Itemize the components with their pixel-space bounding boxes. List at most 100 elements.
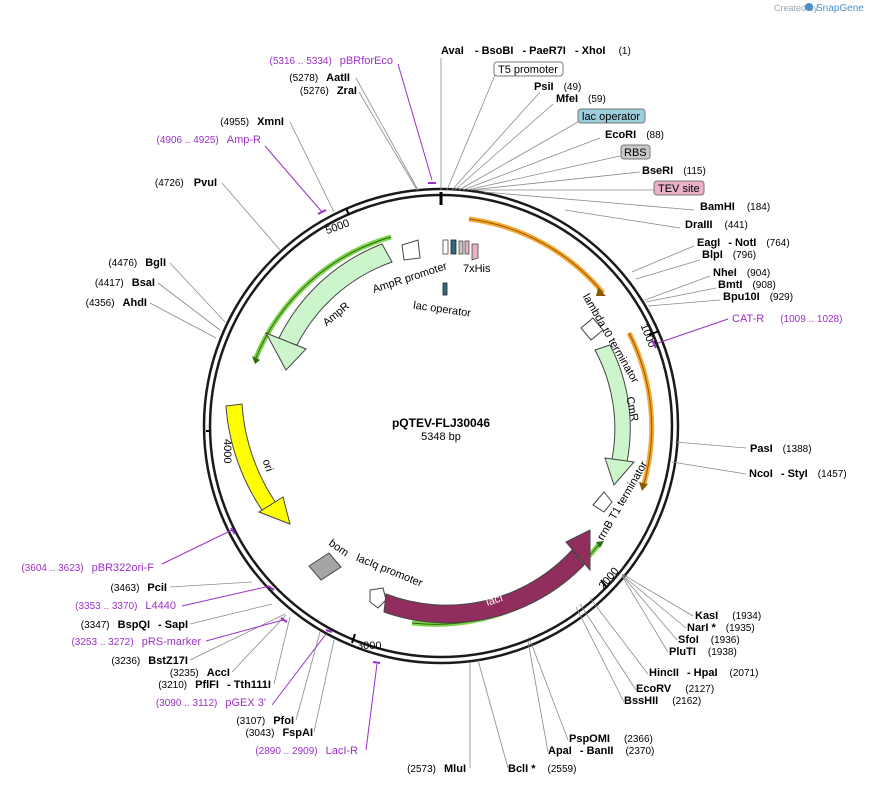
site-draiii[interactable]: DraIII [685,219,713,231]
svg-text:NheI(904): NheI (904) [713,267,770,279]
leader-lines-right [440,58,747,769]
lacop-mark-2[interactable] [442,282,448,296]
site-ava[interactable]: AvaI [441,45,464,57]
site-nari-pos: (1935) [726,623,755,634]
site-mlui[interactable]: MluI [444,763,466,775]
site-kasi[interactable]: KasI [695,610,718,622]
site-pcii-pos: (3463) [111,583,140,594]
primer-prs-marker[interactable]: pRS-marker [142,636,202,648]
site-bsai-pos: (4417) [95,278,124,289]
cmr-label: CmR [623,396,640,423]
site-bcli[interactable]: BclI * [508,763,536,775]
svg-text:BclI *(2559): BclI *(2559) [508,763,576,775]
svg-text:(4356)AhdI: (4356)AhdI [86,297,147,309]
lacop-box[interactable] [577,108,646,124]
cmr-arrow-head[interactable] [604,457,635,486]
site-sfoi[interactable]: SfoI [678,634,699,646]
site-aatii[interactable]: AatII [326,72,350,84]
site-bpu10i[interactable]: Bpu10I [723,291,760,303]
site-nhei-pos: (904) [747,268,770,279]
site-bspqi[interactable]: BspQI [118,619,150,631]
site-pcii[interactable]: PciI [147,582,167,594]
primer-catr[interactable]: CAT-R [732,313,764,325]
site-fspai[interactable]: FspAI [282,727,313,739]
site-pfoi[interactable]: PfoI [273,715,294,727]
ampr-arrow-head[interactable] [264,332,307,371]
primer-catr-pos: (1009 .. 1028) [780,314,842,325]
primer-ampr[interactable]: Amp-R [227,134,261,146]
site-ahdi[interactable]: AhdI [123,297,147,309]
site-bsai[interactable]: BsaI [132,277,155,289]
rbs-box-label: RBS [624,147,647,159]
site-nhei[interactable]: NheI [713,267,737,279]
t5-promoter-mark[interactable] [442,239,449,255]
site-bstz17i[interactable]: BstZ17I [148,655,188,667]
site-sfoi-pos: (1936) [711,635,740,646]
site-nari[interactable]: NarI * [687,622,716,634]
bom-shape[interactable] [308,552,342,581]
svg-text:EcoRV(2127): EcoRV(2127) [636,683,714,695]
site-ncoi[interactable]: NcoI [749,468,773,480]
tick-label-5000: 5000 [324,217,351,237]
primer-l4440[interactable]: L4440 [145,600,176,612]
lacop-box-label: lac operator [582,111,640,123]
site-eagi[interactable]: EagI [697,237,720,249]
site-psi-pos: (49) [564,82,582,93]
site-bgli[interactable]: BglI [145,257,166,269]
site-ecori[interactable]: EcoRI [605,129,636,141]
site-psi[interactable]: PsiI [534,81,554,93]
site-zrai[interactable]: ZraI [337,85,357,97]
laci-arrow-body[interactable] [383,549,585,624]
orf-bar-orange-1-line [468,218,604,294]
svg-text:(5278)AatII: (5278)AatII [289,72,350,84]
site-bmti-pos: (908) [752,280,775,291]
ori-arrow-head[interactable] [257,496,291,525]
site-mfe[interactable]: MfeI [556,93,578,105]
laciq-promoter-shape[interactable] [369,587,387,609]
site-pluti[interactable]: PluTI [669,646,696,658]
site-acci-pos: (3235) [170,668,199,679]
tev-box[interactable] [653,180,705,196]
site-blpi[interactable]: BlpI [702,249,723,261]
site-pspomi[interactable]: PspOMI [569,733,610,745]
site-styi[interactable]: - StyI [781,468,808,480]
laci-arrow-head[interactable] [565,529,591,572]
site-bamhi[interactable]: BamHI [700,201,735,213]
t5-promoter-box[interactable] [493,61,564,77]
site-pflfi[interactable]: PflFI [195,679,219,691]
his-tag-mark[interactable] [471,243,479,261]
lambda-terminator-shape[interactable] [580,317,604,341]
primer-pgex3[interactable]: pGEX 3' [225,697,266,709]
primer-pbr322ori[interactable]: pBR322ori-F [92,562,155,574]
primer-pbrforeco[interactable]: pBRforEco [340,55,393,67]
primer-lacir[interactable]: LacI-R [326,745,358,757]
primer-l4440-pos: (3353 .. 3370) [75,601,137,612]
site-pae[interactable]: - PaeR7I [522,45,565,57]
site-acci[interactable]: AccI [207,667,230,679]
ampr-promoter-shape[interactable] [401,239,421,261]
site-bseri[interactable]: BseRI [642,165,673,177]
site-bsshii[interactable]: BssHII [624,695,658,707]
site-ecorv[interactable]: EcoRV [636,683,672,695]
site-pvui[interactable]: PvuI [194,177,217,189]
tick-label-3000: 3000 [357,640,381,652]
rbs-box[interactable] [620,144,651,160]
site-tth111i[interactable]: - Tth111I [227,679,271,691]
site-xmni[interactable]: XmnI [257,116,284,128]
site-bmti[interactable]: BmtI [718,279,742,291]
site-banii[interactable]: - BanII [580,745,614,757]
site-sapi[interactable]: - SapI [158,619,188,631]
site-hpai[interactable]: - HpaI [687,667,718,679]
site-hincii[interactable]: HincII [649,667,679,679]
rrnb-terminator-shape[interactable] [592,491,613,513]
site-mlui-pos: (2573) [407,764,436,775]
site-apai[interactable]: ApaI [548,745,572,757]
lacop-mark-1[interactable] [450,239,457,255]
site-noti[interactable]: - NotI [728,237,756,249]
tev-mark[interactable] [464,240,470,255]
site-bso[interactable]: - BsoBI [475,45,514,57]
rbs-mark[interactable] [458,240,464,255]
site-pasi[interactable]: PasI [750,443,773,455]
site-xmni-pos: (4955) [220,117,249,128]
site-xho[interactable]: - XhoI [575,45,606,57]
